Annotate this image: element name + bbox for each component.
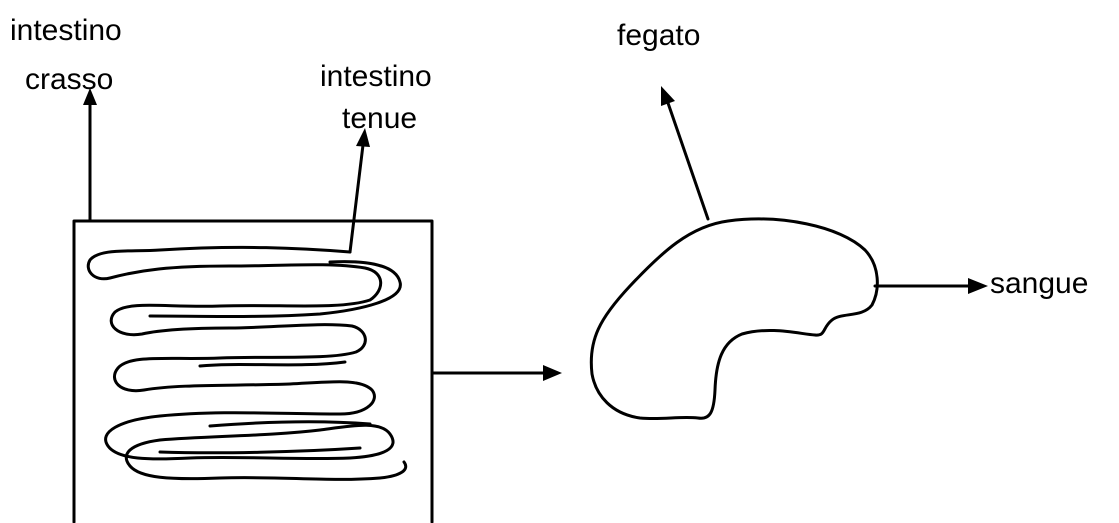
arrow-to-small-intestine <box>350 128 370 252</box>
label-large-intestine-line1: intestino <box>10 14 122 47</box>
liver-shape <box>591 219 877 419</box>
arrow-liver-label <box>661 86 708 219</box>
arrow-to-blood <box>875 278 988 294</box>
label-large-intestine-line2: crasso <box>25 63 113 96</box>
label-blood: sangue <box>990 267 1088 300</box>
label-small-intestine-line2: tenue <box>342 102 417 135</box>
label-liver: fegato <box>617 19 700 52</box>
arrow-to-liver <box>432 365 562 381</box>
label-small-intestine-line1: intestino <box>320 60 432 93</box>
arrow-to-large-intestine <box>83 88 97 221</box>
